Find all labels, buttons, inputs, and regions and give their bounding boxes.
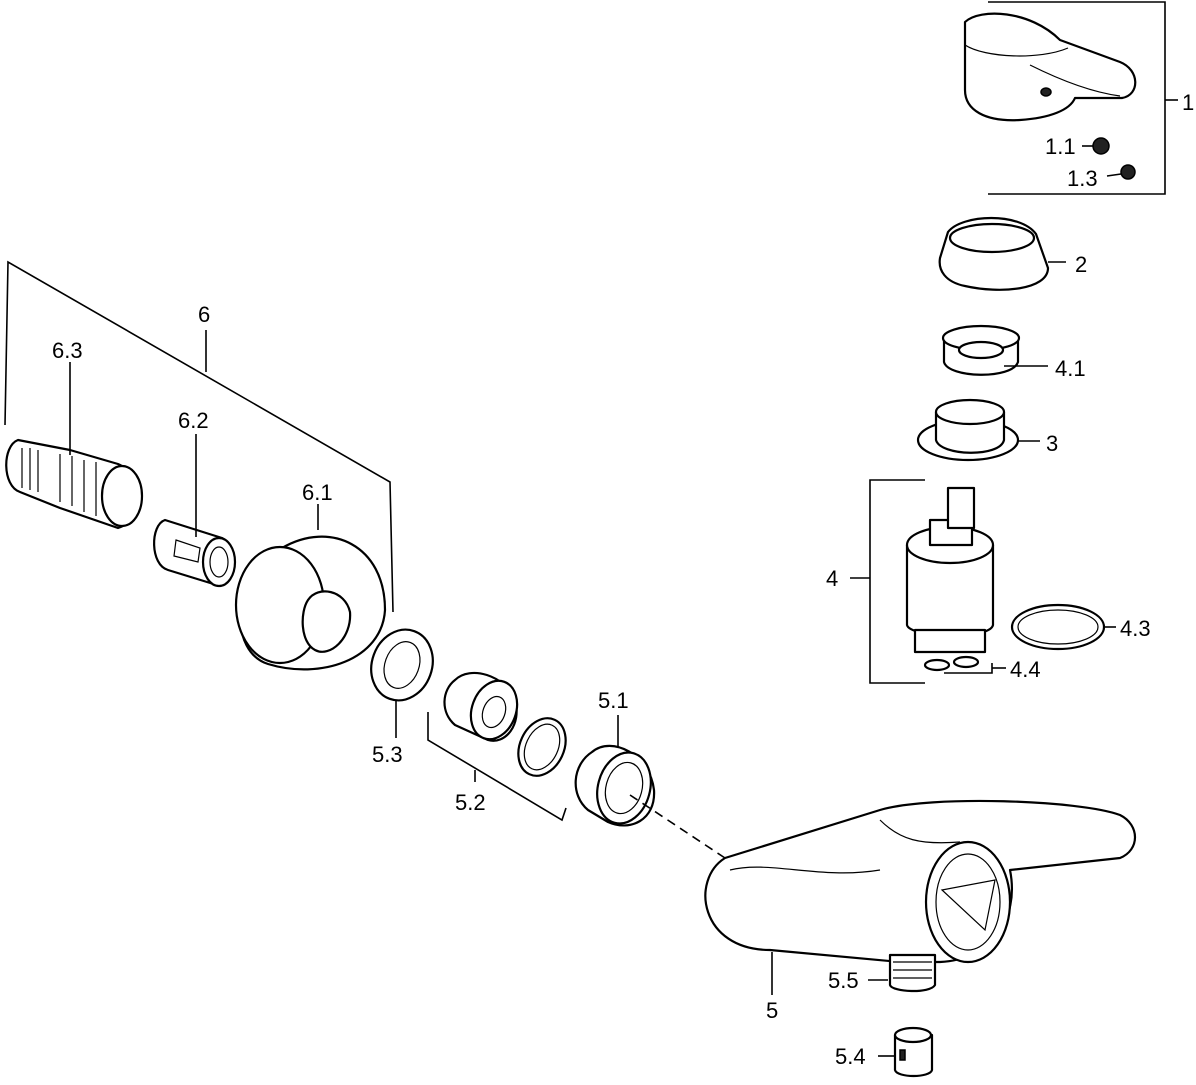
label-6-2: 6.2	[178, 408, 209, 433]
label-6-1: 6.1	[302, 480, 333, 505]
label-4: 4	[826, 566, 838, 591]
label-5-4: 5.4	[835, 1044, 866, 1069]
label-4-4: 4.4	[1010, 657, 1041, 682]
label-6-3: 6.3	[52, 338, 83, 363]
label-1: 1	[1182, 90, 1194, 115]
assembly-axis-dashed	[629, 794, 726, 859]
label-5-5: 5.5	[828, 968, 859, 993]
label-6: 6	[198, 302, 210, 327]
bracket-part-1	[988, 1, 1178, 195]
part-5-mixer-body	[704, 799, 1136, 995]
part-1-3-screw	[1106, 164, 1136, 180]
part-2-cover-cap	[938, 217, 1066, 291]
label-4-1: 4.1	[1055, 356, 1086, 381]
part-5-2-adapter	[443, 671, 567, 777]
label-5-2: 5.2	[455, 790, 486, 815]
part-5-1-union-nut	[574, 715, 656, 827]
label-3: 3	[1046, 431, 1058, 456]
callout-labels: 1 1.1 1.3 2 4.1 3 4 4.3 4.4 5 5.1 5.2 5.…	[52, 90, 1194, 1069]
bracket-part-4	[850, 479, 925, 684]
part-1-1-screw	[1082, 137, 1110, 155]
bracket-part-5-2	[427, 712, 567, 822]
part-6-2-check-valve	[153, 434, 237, 588]
label-5: 5	[766, 998, 778, 1023]
part-4-cartridge	[905, 486, 995, 672]
label-5-1: 5.1	[598, 688, 629, 713]
part-1-lever-handle	[963, 12, 1137, 122]
part-6-1-rosette	[234, 504, 387, 671]
label-4-3: 4.3	[1120, 616, 1151, 641]
bracket-part-4-4	[944, 663, 1006, 674]
part-6-3-eccentric-connector	[5, 362, 144, 530]
label-1-3: 1.3	[1067, 166, 1098, 191]
bracket-part-6	[4, 260, 394, 613]
part-5-3-washer	[370, 628, 434, 738]
part-4-1-ring	[941, 324, 1048, 376]
part-5-4-flow-insert	[878, 1026, 934, 1078]
label-5-3: 5.3	[372, 742, 403, 767]
label-2: 2	[1075, 252, 1087, 277]
part-4-3-oring	[1010, 603, 1116, 651]
part-3-bonnet-nut	[916, 398, 1040, 462]
label-1-1: 1.1	[1045, 134, 1076, 159]
